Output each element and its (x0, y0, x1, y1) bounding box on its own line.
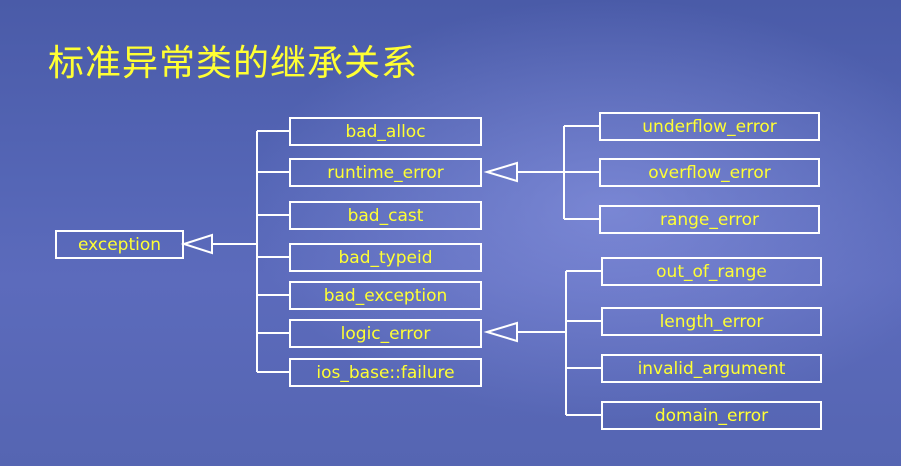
inherits-arrow-logic-error (483, 321, 518, 343)
node-out-of-range: out_of_range (601, 257, 822, 286)
node-logic-error: logic_error (289, 319, 482, 348)
node-bad-cast: bad_cast (289, 201, 482, 230)
slide-title: 标准异常类的继承关系 (48, 43, 419, 84)
node-exception: exception (55, 230, 184, 259)
node-bad-alloc: bad_alloc (289, 117, 482, 146)
node-bad-typeid: bad_typeid (289, 243, 482, 272)
node-runtime-error: runtime_error (289, 158, 482, 187)
node-invalid-argument: invalid_argument (601, 354, 822, 383)
node-overflow-error: overflow_error (599, 158, 820, 187)
node-underflow-error: underflow_error (599, 112, 820, 141)
node-bad-exception: bad_exception (289, 281, 482, 310)
node-range-error: range_error (599, 205, 820, 234)
inherits-arrow-runtime-error (483, 161, 518, 183)
node-ios-base-failure: ios_base::failure (289, 358, 482, 387)
node-length-error: length_error (601, 307, 822, 336)
inherits-arrow-exception (180, 233, 213, 255)
node-domain-error: domain_error (601, 401, 822, 430)
